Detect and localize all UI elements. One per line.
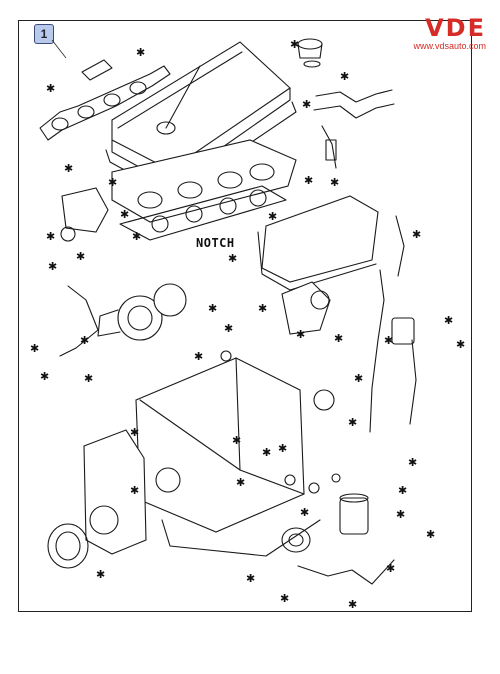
kit-item-asterisk: ✱ <box>348 416 357 429</box>
kit-item-asterisk: ✱ <box>348 598 357 611</box>
kit-item-asterisk: ✱ <box>76 250 85 263</box>
callout-leader-line <box>51 39 67 59</box>
kit-item-asterisk: ✱ <box>340 70 349 83</box>
kit-item-asterisk: ✱ <box>46 230 55 243</box>
thermostat-gasket <box>60 226 76 242</box>
brand-url: www.vdsauto.com <box>413 41 486 51</box>
kit-item-markers: ✱ ✱ ✱ ✱ ✱ ✱ ✱ ✱ ✱ ✱ ✱ ✱ ✱ ✱ ✱ ✱ ✱ ✱ ✱ ✱ ✱ ✱ ✱ ✱ ✱ ✱ ✱ ✱ ✱ ✱ ✱ ✱ ✱ ✱ ✱ ✱ ✱ ✱ ✱ ✱… <box>30 38 465 611</box>
oil-feed-pipe <box>59 285 99 357</box>
kit-item-asterisk: ✱ <box>208 302 217 315</box>
turbocharger <box>97 283 187 341</box>
side-cover <box>261 195 379 283</box>
kit-item-asterisk: ✱ <box>96 568 105 581</box>
water-pump <box>281 281 331 335</box>
side-cover-gasket <box>257 231 377 291</box>
crankshaft-seal <box>47 523 89 569</box>
kit-item-asterisk: ✱ <box>40 370 49 383</box>
part-callout-badge[interactable]: 1 <box>34 24 54 44</box>
kit-item-asterisk: ✱ <box>354 372 363 385</box>
return-hose <box>297 559 395 585</box>
kit-item-asterisk: ✱ <box>398 484 407 497</box>
o-ring <box>220 350 232 362</box>
kit-item-asterisk: ✱ <box>130 484 139 497</box>
brand-logo: VDE <box>425 14 486 42</box>
oil-pan-gasket <box>161 519 321 557</box>
oil-filler-cap <box>297 38 323 68</box>
kit-item-asterisk: ✱ <box>302 98 311 111</box>
kit-item-asterisk: ✱ <box>80 334 89 347</box>
kit-item-asterisk: ✱ <box>396 508 405 521</box>
kit-item-asterisk: ✱ <box>330 176 339 189</box>
head-gasket <box>119 185 287 241</box>
o-ring <box>284 474 296 486</box>
breather-pipe <box>313 89 395 169</box>
kit-item-asterisk: ✱ <box>386 562 395 575</box>
o-ring <box>331 473 341 483</box>
kit-item-asterisk: ✱ <box>444 314 453 327</box>
timing-cover <box>83 429 147 555</box>
kit-item-asterisk: ✱ <box>30 342 39 355</box>
rear-seal <box>281 527 311 553</box>
kit-item-asterisk: ✱ <box>236 476 245 489</box>
oil-cooler-line <box>369 215 417 433</box>
kit-item-asterisk: ✱ <box>84 372 93 385</box>
o-ring <box>308 482 320 494</box>
kit-item-asterisk: ✱ <box>412 228 421 241</box>
kit-item-asterisk: ✱ <box>246 572 255 585</box>
notch-label: NOTCH <box>196 236 235 250</box>
kit-item-asterisk: ✱ <box>384 334 393 347</box>
kit-item-asterisk: ✱ <box>46 82 55 95</box>
kit-item-asterisk: ✱ <box>290 38 299 51</box>
kit-item-asterisk: ✱ <box>228 252 237 265</box>
kit-item-asterisk: ✱ <box>64 162 73 175</box>
kit-item-asterisk: ✱ <box>136 46 145 59</box>
kit-item-asterisk: ✱ <box>224 322 233 335</box>
kit-item-asterisk: ✱ <box>296 328 305 341</box>
o-ring <box>313 389 335 411</box>
kit-item-asterisk: ✱ <box>232 434 241 447</box>
kit-item-asterisk: ✱ <box>456 338 465 351</box>
diagram-frame <box>18 20 472 612</box>
kit-item-asterisk: ✱ <box>108 176 117 189</box>
manifold-gasket <box>39 59 171 141</box>
kit-item-asterisk: ✱ <box>280 592 289 605</box>
kit-item-asterisk: ✱ <box>258 302 267 315</box>
kit-item-asterisk: ✱ <box>304 174 313 187</box>
kit-item-asterisk: ✱ <box>426 528 435 541</box>
brand-watermark: VDE www.vdsauto.com <box>413 16 486 51</box>
kit-item-asterisk: ✱ <box>268 210 277 223</box>
kit-item-asterisk: ✱ <box>48 260 57 273</box>
kit-item-asterisk: ✱ <box>130 426 139 439</box>
kit-item-asterisk: ✱ <box>408 456 417 469</box>
cylinder-head <box>111 139 297 223</box>
thermostat-housing <box>61 187 109 233</box>
kit-item-asterisk: ✱ <box>300 506 309 519</box>
oil-filter <box>339 493 369 535</box>
kit-item-asterisk: ✱ <box>120 208 129 221</box>
kit-item-asterisk: ✱ <box>262 446 271 459</box>
kit-item-asterisk: ✱ <box>194 350 203 363</box>
kit-item-asterisk: ✱ <box>278 442 287 455</box>
kit-item-asterisk: ✱ <box>132 230 141 243</box>
kit-item-asterisk: ✱ <box>334 332 343 345</box>
